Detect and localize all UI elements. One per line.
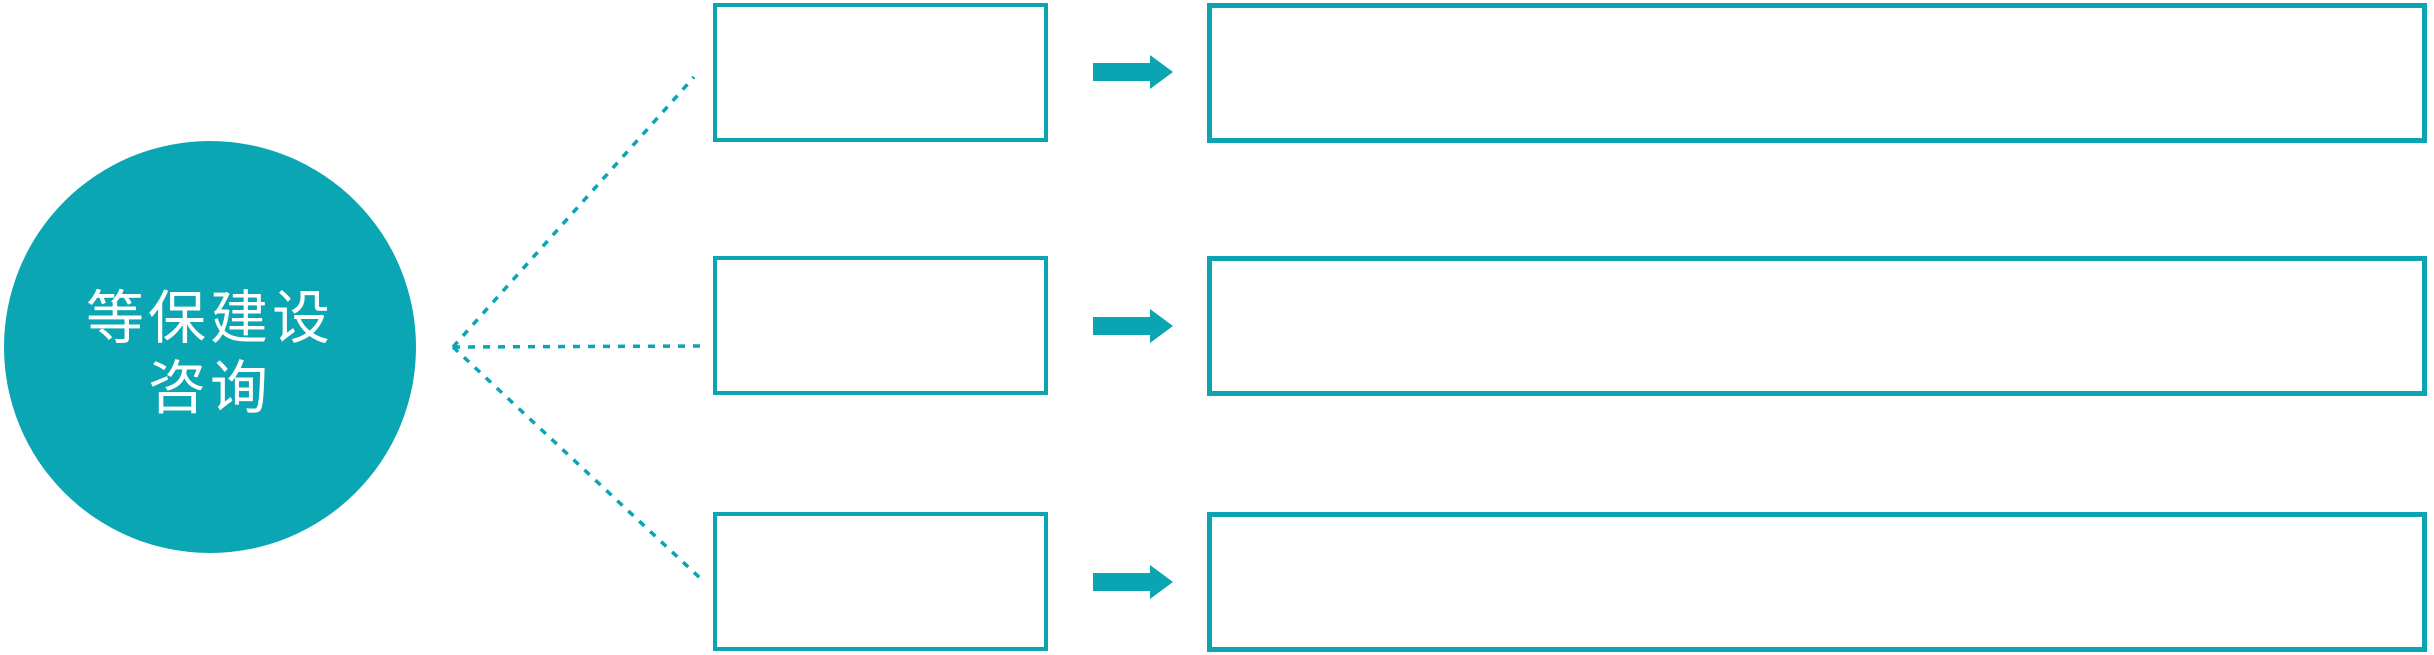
large-box-3 <box>1207 512 2427 652</box>
small-box-1 <box>713 3 1048 142</box>
connector-line-middle <box>452 344 703 349</box>
topic-label-line2: 咨询 <box>147 356 272 421</box>
large-box-2 <box>1207 256 2427 396</box>
connector-line-top <box>451 75 696 349</box>
right-arrow-icon-3 <box>1093 565 1173 599</box>
topic-label-line1: 等保建设 <box>85 286 334 352</box>
connector-line-bottom <box>451 345 702 580</box>
topic-circle: 等保建设 咨询 <box>4 141 416 553</box>
small-box-3 <box>713 512 1048 651</box>
small-box-2 <box>713 256 1048 395</box>
large-box-1 <box>1207 3 2427 143</box>
right-arrow-icon-2 <box>1093 309 1173 343</box>
right-arrow-icon-1 <box>1093 55 1173 89</box>
